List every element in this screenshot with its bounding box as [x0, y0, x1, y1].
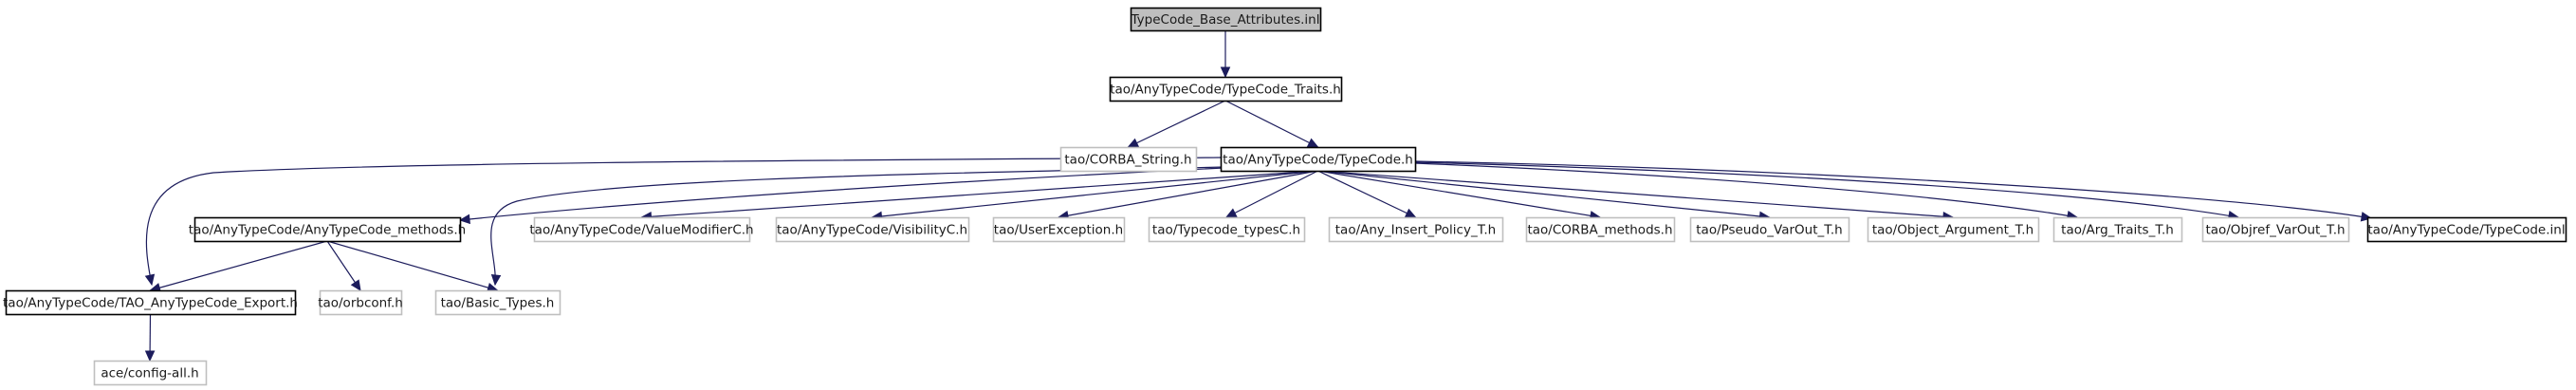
node-label: tao/CORBA_methods.h	[1527, 223, 1672, 238]
edge-typecode-to-objarg	[1317, 170, 1955, 222]
node-userexc[interactable]: tao/UserException.h	[992, 216, 1126, 243]
node-label: tao/Typecode_typesC.h	[1152, 223, 1300, 238]
node-box	[1525, 216, 1676, 243]
arrowhead-icon	[1224, 208, 1238, 218]
node-label: tao/Pseudo_VarOut_T.h	[1696, 223, 1842, 238]
node-box	[1109, 76, 1343, 102]
node-label: ace/config-all.h	[101, 366, 198, 381]
node-label: tao/AnyTypeCode/ValueModifierC.h	[529, 223, 753, 238]
edge-typecode-to-methods	[458, 167, 1224, 225]
node-anyinsert[interactable]: tao/Any_Insert_Policy_T.h	[1328, 216, 1504, 243]
node-label: tao/Object_Argument_T.h	[1872, 223, 2033, 238]
edge-typecode-to-tctypes	[1224, 170, 1318, 218]
node-export[interactable]: tao/AnyTypeCode/TAO_AnyTypeCode_Export.h	[3, 289, 298, 316]
node-box	[533, 216, 751, 243]
node-label: tao/Any_Insert_Policy_T.h	[1335, 223, 1496, 238]
node-objarg[interactable]: tao/Object_Argument_T.h	[1867, 216, 2040, 243]
node-basictypes[interactable]: tao/Basic_Types.h	[434, 289, 561, 316]
node-box	[992, 216, 1126, 243]
node-pseudo[interactable]: tao/Pseudo_VarOut_T.h	[1689, 216, 1850, 243]
node-box	[1148, 216, 1306, 243]
edge-traits-to-corba_string	[1127, 100, 1226, 148]
node-objref[interactable]: tao/Objref_VarOut_T.h	[2201, 216, 2350, 243]
node-corba_string[interactable]: tao/CORBA_String.h	[1059, 146, 1198, 173]
arrowhead-icon	[144, 350, 156, 362]
node-label: tao/AnyTypeCode/TypeCode.inl	[2367, 223, 2565, 238]
edge-typecode-to-userexc	[1057, 170, 1318, 221]
arrowhead-icon	[144, 273, 156, 287]
node-box	[1867, 216, 2040, 243]
node-label: tao/Objref_VarOut_T.h	[2205, 223, 2345, 238]
node-root: TypeCode_Base_Attributes.inl	[1130, 7, 1322, 32]
edge-traits-to-typecode	[1224, 100, 1319, 148]
node-configall[interactable]: ace/config-all.h	[93, 360, 208, 386]
node-orbconf[interactable]: tao/orbconf.h	[318, 289, 403, 316]
arrowhead-icon	[490, 274, 502, 287]
edge-typecode-to-objref	[1414, 161, 2240, 221]
edge-typecode-to-anyinsert	[1317, 170, 1417, 218]
nodes-layer: TypeCode_Base_Attributes.inl tao/AnyTypeC…	[3, 7, 2567, 386]
node-tcinl[interactable]: tao/AnyTypeCode/TypeCode.inl	[2366, 216, 2567, 243]
node-label: tao/AnyTypeCode/TypeCode.h	[1223, 153, 1413, 168]
node-box	[2366, 216, 2567, 243]
node-box	[2201, 216, 2350, 243]
node-label: tao/Arg_Traits_T.h	[2061, 223, 2174, 238]
edge-typecode-to-visibility	[871, 170, 1318, 222]
edge-root-to-traits	[1220, 30, 1231, 79]
node-argtraits[interactable]: tao/Arg_Traits_T.h	[2052, 216, 2183, 243]
edge-typecode-to-basictypes	[490, 166, 1224, 287]
node-label: tao/AnyTypeCode/AnyTypeCode_methods.h	[189, 223, 466, 238]
node-box	[193, 216, 462, 243]
edge-methods-to-orbconf	[326, 240, 361, 292]
arrowhead-icon	[1404, 208, 1417, 218]
node-box	[1130, 7, 1322, 32]
node-box	[5, 289, 297, 316]
node-label: tao/CORBA_String.h	[1064, 153, 1191, 168]
edges-layer	[144, 30, 2373, 362]
node-typecode[interactable]: tao/AnyTypeCode/TypeCode.h	[1220, 146, 1417, 173]
edge-methods-to-export	[149, 240, 328, 293]
edge-typecode-to-export	[144, 157, 1222, 287]
node-label: tao/orbconf.h	[318, 296, 403, 311]
arrowhead-icon	[1306, 138, 1319, 148]
node-tctypes[interactable]: tao/Typecode_typesC.h	[1148, 216, 1306, 243]
node-valuemod[interactable]: tao/AnyTypeCode/ValueModifierC.h	[529, 216, 754, 243]
node-box	[775, 216, 970, 243]
node-box	[2052, 216, 2183, 243]
node-box	[1689, 216, 1850, 243]
node-methods[interactable]: tao/AnyTypeCode/AnyTypeCode_methods.h	[189, 216, 466, 243]
node-traits[interactable]: tao/AnyTypeCode/TypeCode_Traits.h	[1109, 76, 1343, 102]
arrowhead-icon	[1220, 66, 1231, 79]
node-visibility[interactable]: tao/AnyTypeCode/VisibilityC.h	[775, 216, 970, 243]
node-label: tao/AnyTypeCode/VisibilityC.h	[777, 223, 967, 238]
node-box	[434, 289, 561, 316]
node-label: tao/AnyTypeCode/TAO_AnyTypeCode_Export.h	[3, 296, 298, 311]
node-label: tao/Basic_Types.h	[441, 296, 555, 311]
node-box	[319, 289, 403, 316]
arrowhead-icon	[350, 279, 361, 292]
node-label: TypeCode_Base_Attributes.inl	[1131, 12, 1320, 28]
node-box	[93, 360, 208, 386]
node-label: tao/AnyTypeCode/TypeCode_Traits.h	[1110, 83, 1341, 98]
node-label: tao/UserException.h	[994, 223, 1123, 238]
arrowhead-icon	[1127, 138, 1140, 148]
node-corbamethods[interactable]: tao/CORBA_methods.h	[1525, 216, 1676, 243]
node-box	[1220, 146, 1417, 173]
node-box	[1328, 216, 1504, 243]
edge-export-to-configall	[144, 313, 156, 362]
arrowhead-icon	[458, 214, 470, 225]
node-box	[1059, 146, 1198, 173]
